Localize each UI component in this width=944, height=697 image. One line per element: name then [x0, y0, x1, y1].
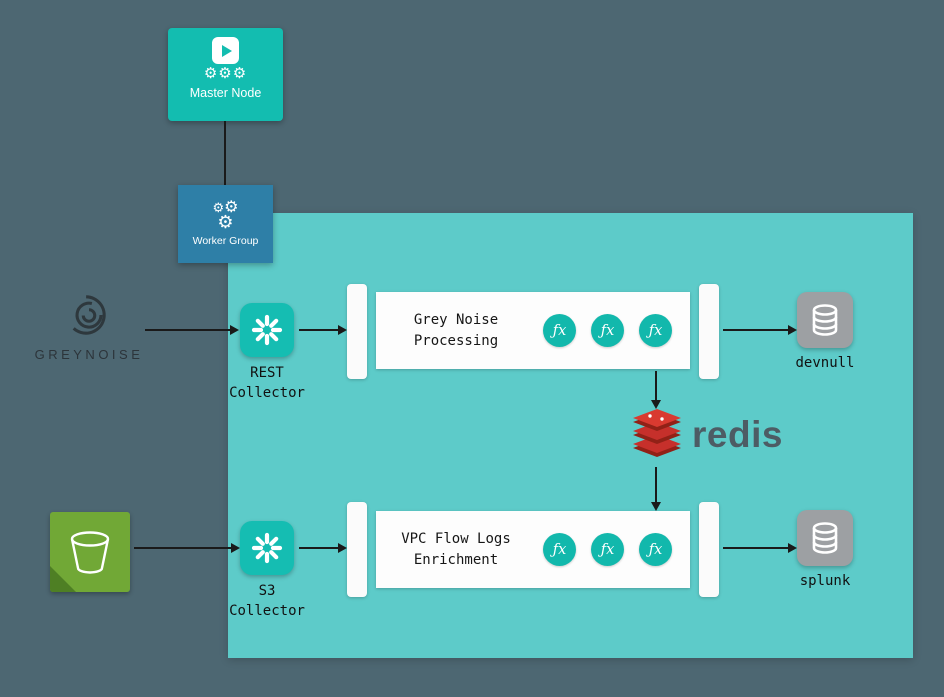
collector-starburst-icon [251, 532, 283, 564]
master-node-label: Master Node [189, 85, 262, 100]
redis-logo-icon [629, 409, 685, 468]
master-node: ⚙⚙⚙ Master Node [168, 28, 283, 121]
pipeline1-functions: ƒx ƒx ƒx [543, 314, 672, 347]
gear-icon: ⚙ [212, 200, 225, 216]
database-icon [812, 304, 838, 336]
function-fx-icon: ƒx [639, 533, 672, 566]
bucket-glyph [70, 531, 110, 574]
label-line: Grey Noise [413, 311, 499, 328]
greynoise-logo-icon [66, 292, 112, 343]
play-triangle [221, 44, 232, 57]
label-line: Collector [229, 603, 305, 620]
label-line: REST [250, 365, 284, 381]
arrow-s3-collector-to-pipeline2 [299, 543, 347, 553]
function-fx-icon: ƒx [591, 533, 624, 566]
label-line: Enrichment [413, 551, 499, 568]
rest-collector-node [240, 303, 294, 357]
rest-collector-label: REST Collector [207, 363, 327, 404]
function-fx-icon: ƒx [543, 314, 576, 347]
arrow-pipeline2-to-splunk [723, 543, 797, 553]
arrow-greynoise-to-rest-collector [145, 325, 239, 335]
play-icon [212, 37, 239, 64]
pipeline2-input-bar [347, 502, 367, 597]
function-fx-icon: ƒx [639, 314, 672, 347]
label-line: S3 [258, 583, 276, 599]
gear-icon: ⚙ [217, 212, 234, 232]
collector-starburst-icon [251, 314, 283, 346]
gear-icon: ⚙ [224, 199, 239, 217]
master-node-gears: ⚙⚙⚙ [203, 65, 248, 83]
arrow-pipeline1-to-devnull [723, 325, 797, 335]
function-fx-icon: ƒx [543, 533, 576, 566]
label-line: Processing [413, 332, 499, 349]
gear-icon: ⚙ [218, 65, 233, 82]
pipeline1-title: Grey Noise Processing [376, 310, 536, 352]
pipeline2-functions: ƒx ƒx ƒx [543, 533, 672, 566]
gear-icon: ⚙ [203, 65, 219, 82]
s3-collector-node [240, 521, 294, 575]
pipeline1-input-bar [347, 284, 367, 379]
database-icon [812, 522, 838, 554]
arrow-pipeline1-to-redis [651, 371, 661, 409]
pipeline2-output-bar [699, 502, 719, 597]
gear-icon: ⚙ [232, 65, 248, 82]
master-to-worker-connector [224, 121, 226, 185]
worker-group-node: ⚙⚙ ⚙ Worker Group [178, 185, 273, 263]
splunk-destination-node [797, 510, 853, 566]
pipeline1-box: Grey Noise Processing ƒx ƒx ƒx [376, 292, 690, 369]
pipeline1-output-bar [699, 284, 719, 379]
s3-bucket-icon [50, 512, 130, 592]
s3-collector-label: S3 Collector [207, 581, 327, 622]
splunk-label: splunk [799, 573, 851, 589]
devnull-label: devnull [795, 355, 855, 371]
worker-group-gears: ⚙⚙ ⚙ [212, 199, 239, 232]
devnull-destination-node [797, 292, 853, 348]
label-line: VPC Flow Logs [401, 530, 511, 547]
arrow-rest-collector-to-pipeline1 [299, 325, 347, 335]
label-line: Collector [229, 385, 305, 402]
worker-group-label: Worker Group [192, 234, 259, 247]
arrow-s3-to-s3-collector [134, 543, 240, 553]
function-fx-icon: ƒx [591, 314, 624, 347]
pipeline2-title: VPC Flow Logs Enrichment [376, 529, 536, 571]
pipeline2-box: VPC Flow Logs Enrichment ƒx ƒx ƒx [376, 511, 690, 588]
redis-label: redis [692, 414, 783, 455]
arrow-redis-to-pipeline2 [651, 467, 661, 511]
greynoise-label: GREYNOISE [34, 347, 144, 362]
